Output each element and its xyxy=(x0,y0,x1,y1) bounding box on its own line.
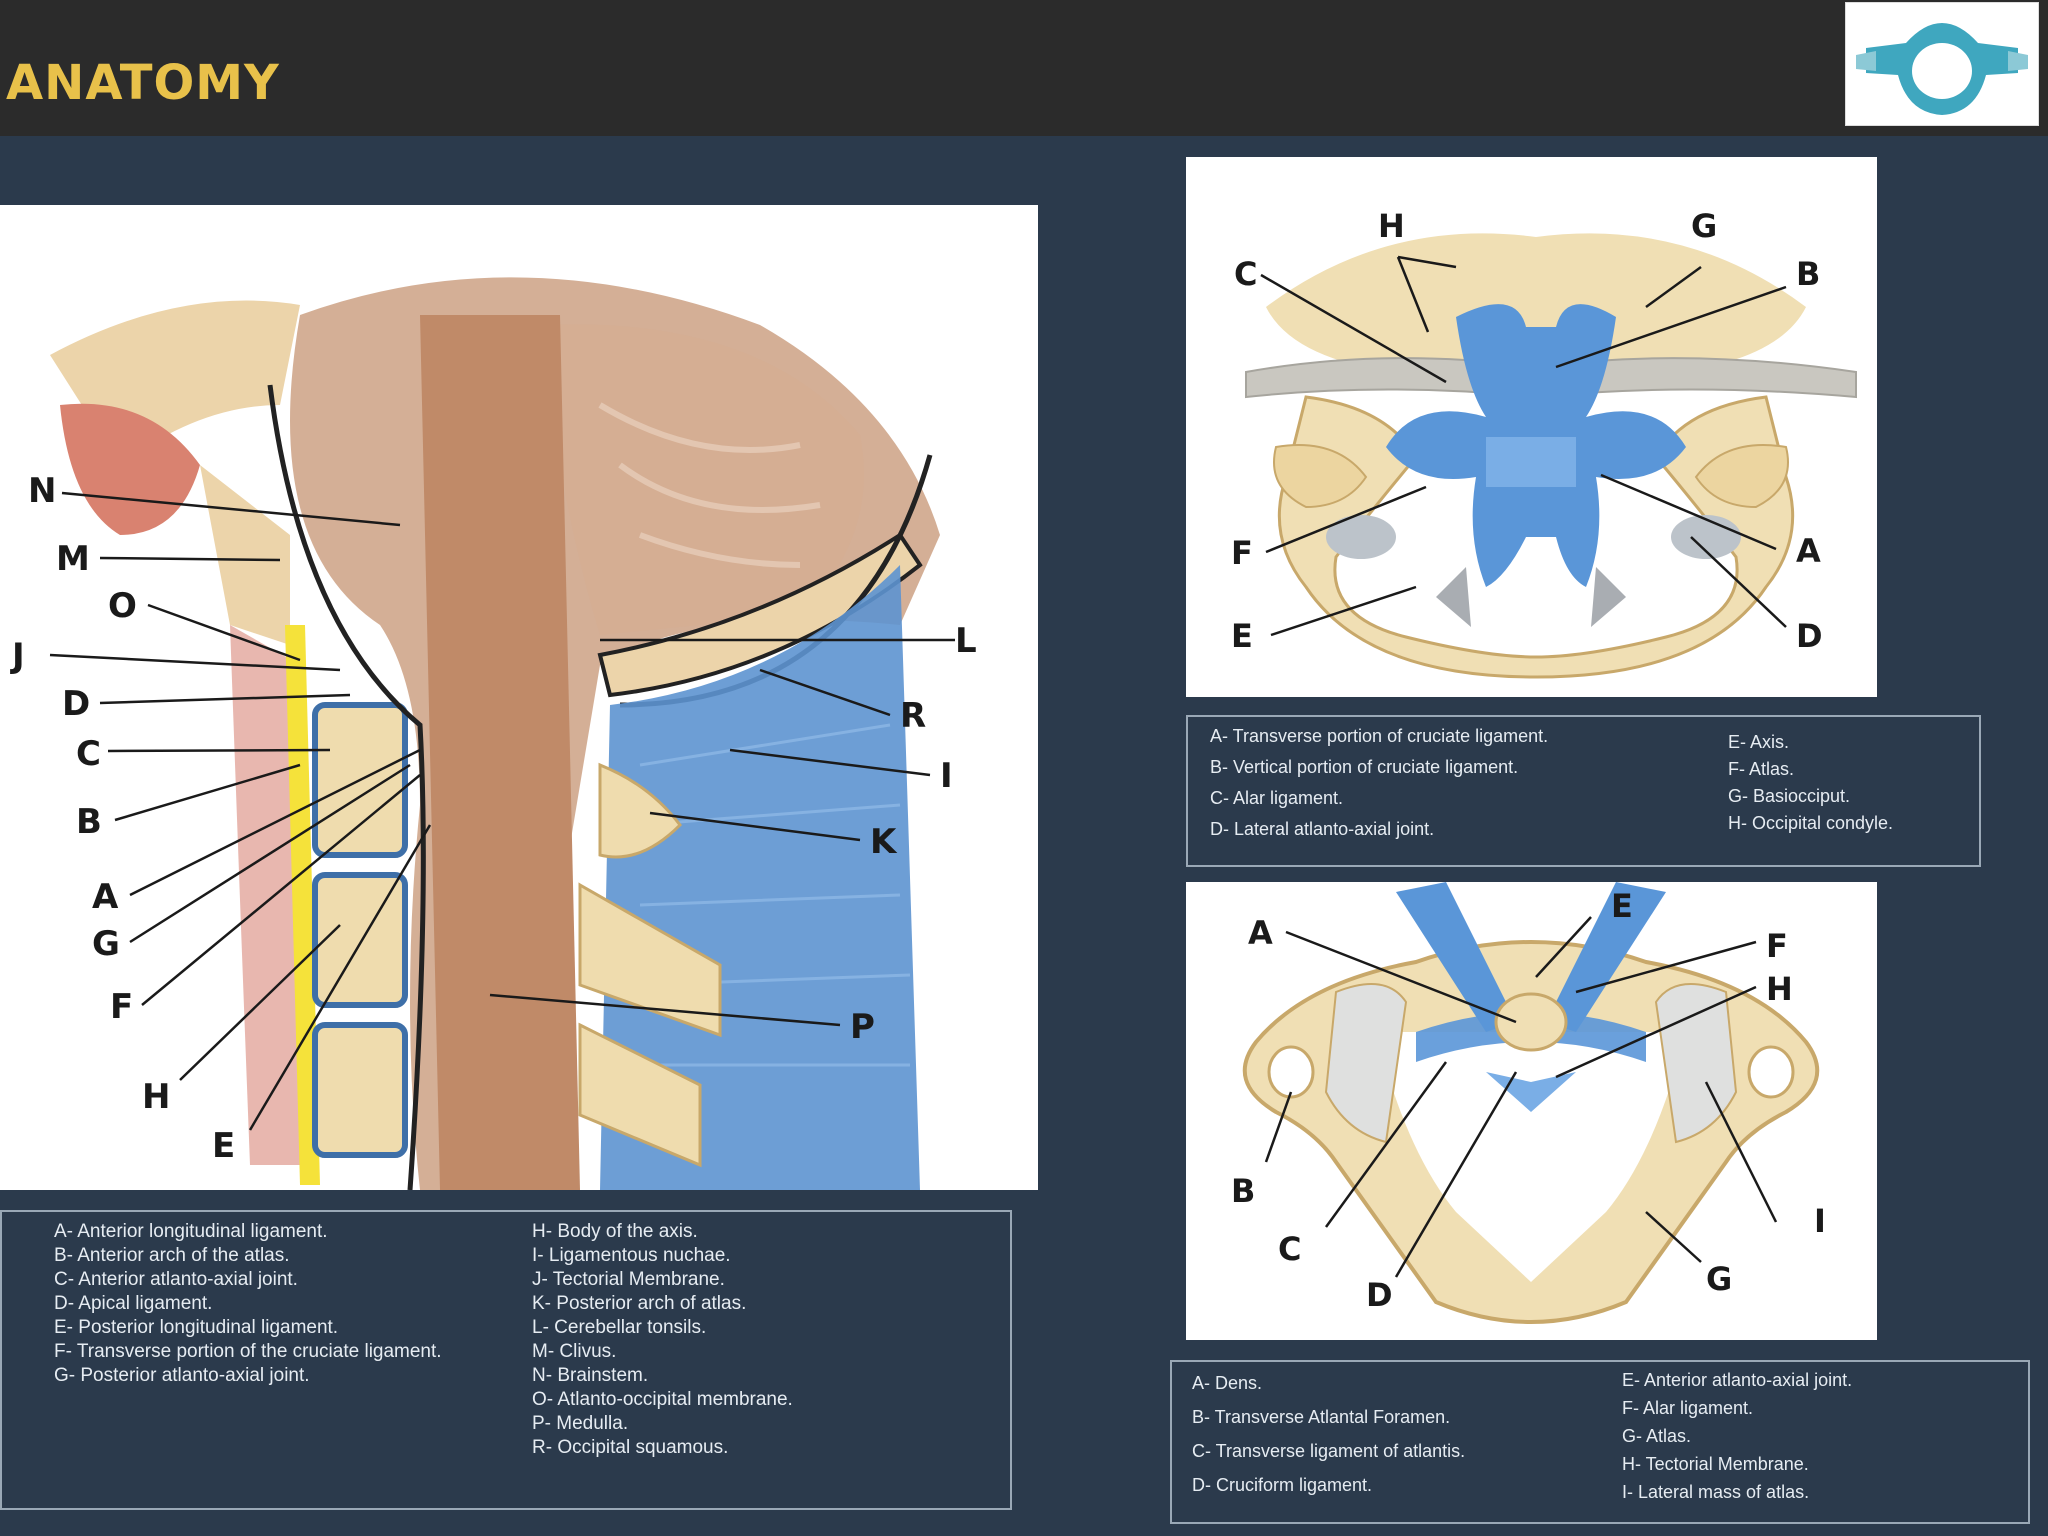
legend-item: L- Cerebellar tonsils. xyxy=(532,1316,992,1340)
legend-item: A- Dens. xyxy=(1192,1366,1465,1400)
superior-legend: A- Dens. B- Transverse Atlantal Foramen.… xyxy=(1170,1360,2030,1524)
legend-item: F- Alar ligament. xyxy=(1622,1394,1852,1422)
legend-item: K- Posterior arch of atlas. xyxy=(532,1292,992,1316)
posterior-label-g: G xyxy=(1691,207,1717,245)
sagittal-label-l: L xyxy=(955,621,977,661)
legend-item: H- Occipital condyle. xyxy=(1728,810,1893,837)
superior-label-b: B xyxy=(1231,1172,1255,1210)
legend-item: J- Tectorial Membrane. xyxy=(532,1268,992,1292)
sagittal-label-j: J xyxy=(10,636,25,676)
page-title: ANATOMY xyxy=(6,55,280,111)
legend-item: M- Clivus. xyxy=(532,1340,992,1364)
sagittal-label-f: F xyxy=(110,987,133,1027)
posterior-label-d: D xyxy=(1796,617,1823,655)
superior-label-f: F xyxy=(1766,927,1788,965)
legend-item: I- Lateral mass of atlas. xyxy=(1622,1478,1852,1506)
legend-item: O- Atlanto-occipital membrane. xyxy=(532,1388,992,1412)
legend-item: I- Ligamentous nuchae. xyxy=(532,1244,992,1268)
superior-view-diagram: A E F H B C D I G xyxy=(1186,882,1877,1340)
superior-label-h: H xyxy=(1766,970,1793,1008)
superior-label-i: I xyxy=(1814,1202,1826,1240)
legend-item: G- Posterior atlanto-axial joint. xyxy=(54,1364,474,1388)
posterior-label-c: C xyxy=(1234,255,1257,293)
superior-label-c: C xyxy=(1278,1230,1301,1268)
legend-item: A- Transverse portion of cruciate ligame… xyxy=(1210,721,1548,752)
legend-item: E- Anterior atlanto-axial joint. xyxy=(1622,1366,1852,1394)
sagittal-diagram: N M O J D C B A G F H E L R I K P xyxy=(0,205,1038,1190)
legend-item: N- Brainstem. xyxy=(532,1364,992,1388)
sagittal-label-k: K xyxy=(870,822,898,862)
posterior-label-a: A xyxy=(1796,532,1821,570)
superior-legend-col-left: A- Dens. B- Transverse Atlantal Foramen.… xyxy=(1192,1366,1465,1502)
legend-item: D- Apical ligament. xyxy=(54,1292,474,1316)
legend-item: H- Body of the axis. xyxy=(532,1220,992,1244)
legend-item: A- Anterior longitudinal ligament. xyxy=(54,1220,474,1244)
posterior-legend: A- Transverse portion of cruciate ligame… xyxy=(1186,715,1981,867)
superior-label-e: E xyxy=(1611,887,1633,925)
posterior-legend-col-left: A- Transverse portion of cruciate ligame… xyxy=(1210,721,1548,845)
sagittal-label-i: I xyxy=(940,756,953,796)
sagittal-label-g: G xyxy=(92,924,120,964)
legend-item: H- Tectorial Membrane. xyxy=(1622,1450,1852,1478)
sagittal-label-n: N xyxy=(28,471,56,511)
sagittal-label-p: P xyxy=(850,1007,875,1047)
sagittal-legend: A- Anterior longitudinal ligament. B- An… xyxy=(0,1210,1012,1510)
sagittal-label-m: M xyxy=(56,539,90,579)
posterior-label-b: B xyxy=(1796,255,1820,293)
sagittal-label-a: A xyxy=(92,877,119,917)
sagittal-label-d: D xyxy=(62,684,90,724)
posterior-label-f: F xyxy=(1231,534,1253,572)
posterior-label-h: H xyxy=(1378,207,1405,245)
legend-item: D- Lateral atlanto-axial joint. xyxy=(1210,814,1548,845)
superior-legend-col-right: E- Anterior atlanto-axial joint. F- Alar… xyxy=(1622,1366,1852,1506)
posterior-view-diagram: H G C B F A E D xyxy=(1186,157,1877,697)
legend-item: B- Transverse Atlantal Foramen. xyxy=(1192,1400,1465,1434)
sagittal-legend-col-right: H- Body of the axis. I- Ligamentous nuch… xyxy=(532,1220,992,1460)
header-bar: ANATOMY xyxy=(0,0,2048,136)
legend-item: G- Basiocciput. xyxy=(1728,783,1893,810)
posterior-label-e: E xyxy=(1231,617,1253,655)
atlas-logo xyxy=(1845,2,2039,126)
legend-item: G- Atlas. xyxy=(1622,1422,1852,1450)
sagittal-label-h: H xyxy=(142,1077,170,1117)
legend-item: P- Medulla. xyxy=(532,1412,992,1436)
legend-item: C- Anterior atlanto-axial joint. xyxy=(54,1268,474,1292)
superior-label-g: G xyxy=(1706,1260,1732,1298)
legend-item: R- Occipital squamous. xyxy=(532,1436,992,1460)
sagittal-label-o: O xyxy=(108,586,137,626)
sagittal-label-e: E xyxy=(212,1126,235,1166)
legend-item: C- Transverse ligament of atlantis. xyxy=(1192,1434,1465,1468)
sagittal-label-b: B xyxy=(76,802,102,842)
sagittal-legend-col-left: A- Anterior longitudinal ligament. B- An… xyxy=(54,1220,474,1388)
posterior-legend-col-right: E- Axis. F- Atlas. G- Basiocciput. H- Oc… xyxy=(1728,729,1893,837)
legend-item: E- Posterior longitudinal ligament. xyxy=(54,1316,474,1340)
legend-item: B- Vertical portion of cruciate ligament… xyxy=(1210,752,1548,783)
superior-label-d: D xyxy=(1366,1276,1393,1314)
superior-label-a: A xyxy=(1248,914,1273,952)
legend-item: F- Atlas. xyxy=(1728,756,1893,783)
legend-item: F- Transverse portion of the cruciate li… xyxy=(54,1340,474,1364)
sagittal-label-r: R xyxy=(900,696,926,736)
legend-item: B- Anterior arch of the atlas. xyxy=(54,1244,474,1268)
legend-item: C- Alar ligament. xyxy=(1210,783,1548,814)
sagittal-label-c: C xyxy=(76,734,101,774)
legend-item: D- Cruciform ligament. xyxy=(1192,1468,1465,1502)
legend-item: E- Axis. xyxy=(1728,729,1893,756)
